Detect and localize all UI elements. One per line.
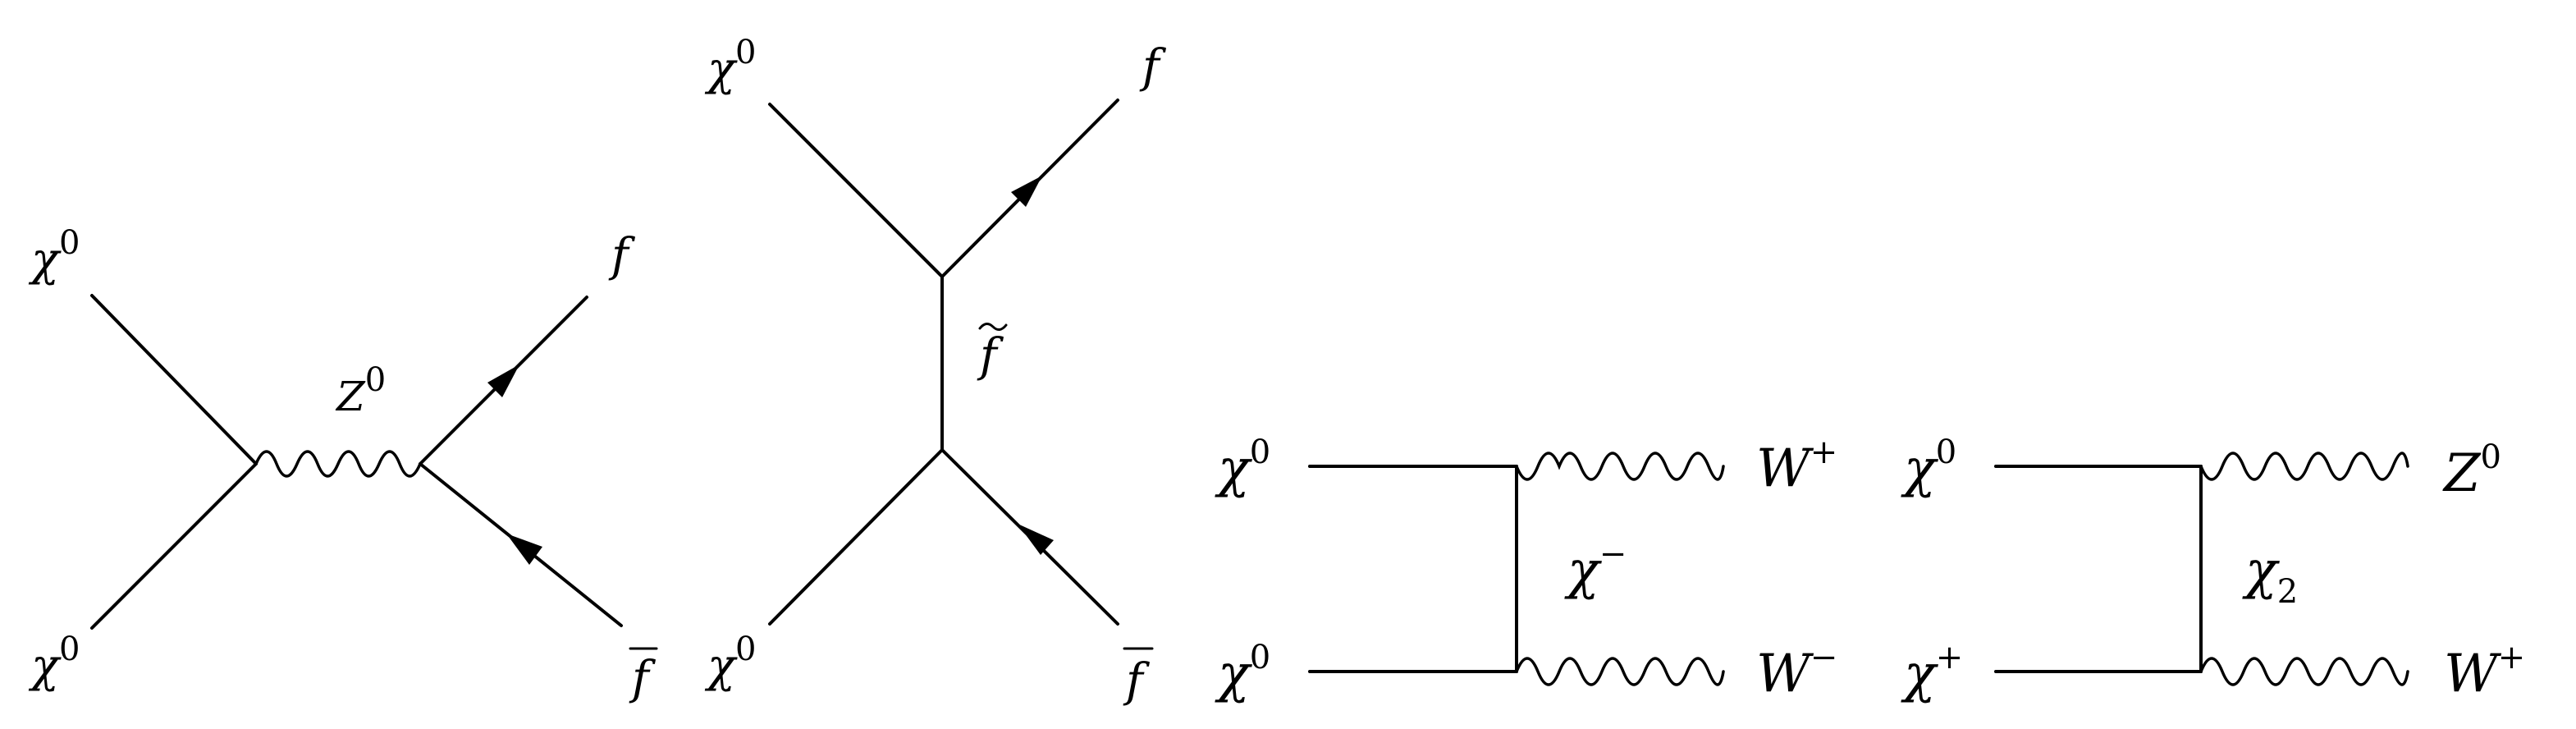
label-chi-in-top: χ0 — [1215, 433, 1270, 499]
label-fermion-out: f — [1139, 40, 1167, 94]
incoming-line-bottom — [90, 462, 258, 630]
label-chi-in-bottom: χ+ — [1901, 639, 1963, 704]
incoming-line-top — [90, 294, 258, 465]
label-w-minus: W− — [1756, 639, 1837, 704]
diagram-t-channel-sfermion: χ0 χ0 f f f — [704, 34, 1167, 708]
label-w-plus: W+ — [2444, 639, 2525, 704]
incoming-line-top — [768, 103, 944, 278]
w-minus-boson-line — [1515, 657, 1725, 686]
label-antifermion-out: f — [629, 652, 657, 705]
label-fermion-out: f — [608, 229, 636, 282]
arrow-icon — [506, 534, 542, 565]
arrow-icon — [1011, 176, 1042, 207]
label-antifermion-out: f — [1123, 654, 1151, 708]
diagram-t-channel-ww: χ0 χ0 χ− W+ W− — [1215, 433, 1837, 704]
z-boson-propagator — [254, 450, 422, 478]
diagram-t-channel-zw: χ0 χ+ χ2 Z0 W+ — [1901, 433, 2525, 704]
arrow-icon — [487, 364, 519, 397]
label-chi-in-bottom: χ0 — [28, 630, 80, 693]
incoming-line-bottom — [768, 448, 944, 626]
label-chi-in-bottom: χ0 — [704, 630, 756, 693]
w-plus-boson-line — [2199, 657, 2409, 686]
label-chargino: χ− — [1564, 535, 1627, 601]
label-neutralino-2: χ2 — [2242, 540, 2298, 611]
label-chi-in-top: χ0 — [28, 224, 80, 287]
z-boson-line — [2199, 452, 2409, 481]
label-z-boson: Z0 — [335, 361, 386, 420]
label-chi-in-bottom: χ0 — [1215, 639, 1270, 704]
label-chi-in-top: χ0 — [704, 34, 756, 96]
w-plus-boson-line — [1515, 452, 1725, 481]
label-sfermion: f — [977, 329, 1004, 383]
diagram-s-channel: χ0 χ0 Z0 f f — [28, 224, 658, 705]
label-z-boson: Z0 — [2442, 438, 2501, 504]
tilde-icon — [978, 323, 1008, 331]
arrow-icon — [1018, 524, 1054, 555]
label-w-plus: W+ — [1756, 433, 1837, 499]
label-chi-in-top: χ0 — [1901, 433, 1956, 499]
